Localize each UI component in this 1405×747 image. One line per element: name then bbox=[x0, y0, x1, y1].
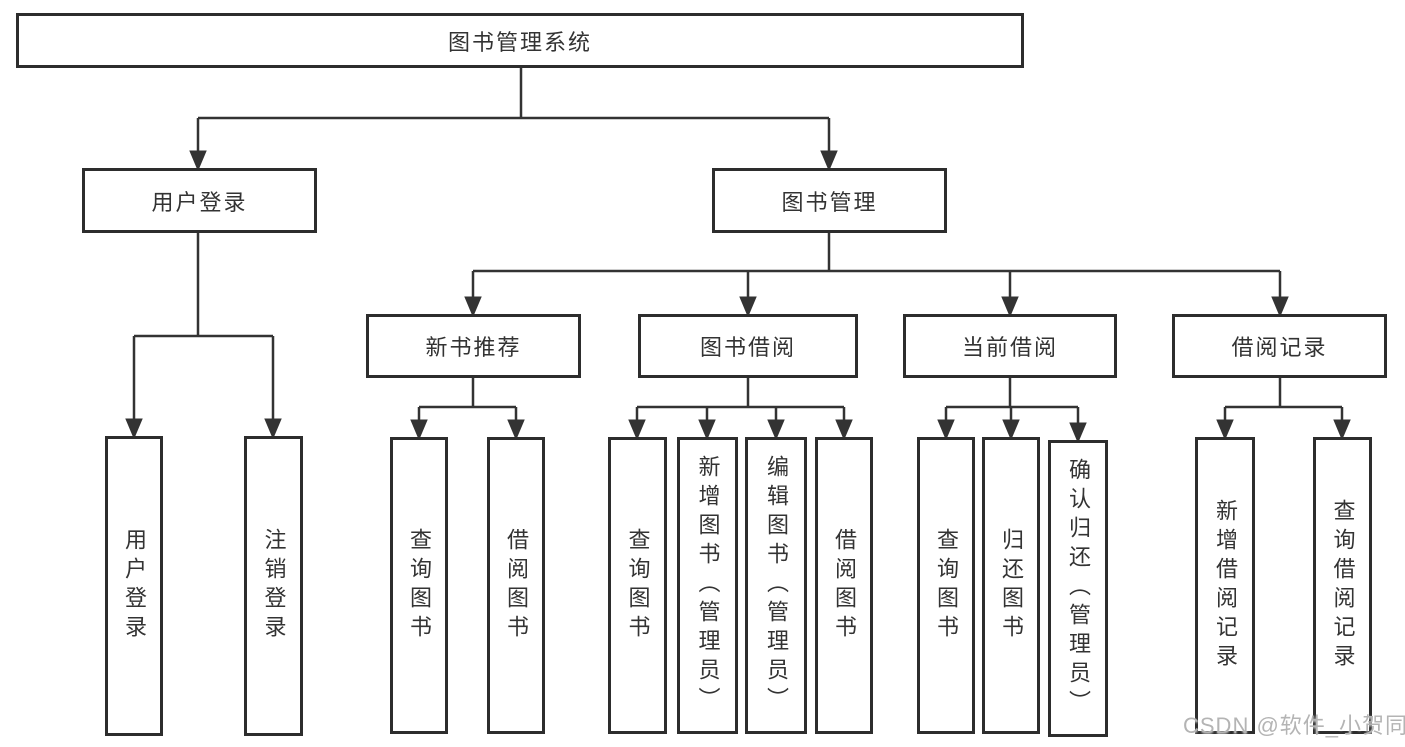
edges-book-management bbox=[464, 233, 1289, 318]
node-book-borrow: 图书借阅 bbox=[638, 314, 858, 378]
leaf-label: 新增图书（管理员） bbox=[695, 455, 721, 716]
leaf-label: 查询图书 bbox=[934, 527, 959, 644]
node-current-borrow: 当前借阅 bbox=[903, 314, 1117, 378]
leaf-borrow-books: 借阅图书 bbox=[815, 437, 873, 734]
node-label: 图书管理系统 bbox=[447, 29, 592, 55]
edges-book-borrow bbox=[628, 378, 853, 441]
node-book-management: 图书管理 bbox=[712, 168, 947, 233]
leaf-label: 归还图书 bbox=[999, 527, 1024, 644]
edges-new-book-recommend bbox=[410, 378, 525, 441]
leaf-user-login: 用户登录 bbox=[105, 436, 163, 736]
leaf-label: 借阅图书 bbox=[504, 527, 529, 644]
edges-borrow-records bbox=[1216, 378, 1351, 441]
leaf-borrow-books-recommend: 借阅图书 bbox=[487, 437, 545, 734]
watermark: CSDN @软件_小贺同学 bbox=[1183, 713, 1405, 738]
leaf-label: 编辑图书（管理员） bbox=[764, 455, 789, 716]
node-label: 当前借阅 bbox=[961, 335, 1058, 360]
leaf-label: 用户登录 bbox=[122, 528, 147, 644]
leaf-label: 查询图书 bbox=[407, 527, 432, 644]
leaf-edit-book-admin: 编辑图书（管理员） bbox=[745, 437, 807, 734]
leaf-return-book: 归还图书 bbox=[982, 437, 1040, 734]
node-label: 图书借阅 bbox=[699, 335, 796, 360]
node-new-book-recommend: 新书推荐 bbox=[366, 314, 581, 378]
leaf-label: 查询图书 bbox=[625, 527, 651, 644]
node-label: 借阅记录 bbox=[1231, 335, 1328, 360]
leaf-query-books-recommend: 查询图书 bbox=[390, 437, 448, 734]
leaf-label: 借阅图书 bbox=[832, 527, 857, 644]
leaf-add-book-admin: 新增图书（管理员） bbox=[677, 437, 738, 734]
edges-user-login bbox=[125, 233, 282, 440]
node-library-management-system: 图书管理系统 bbox=[16, 13, 1024, 68]
edges-current-borrow bbox=[937, 378, 1087, 444]
leaf-label: 确认归还（管理员） bbox=[1066, 458, 1091, 719]
node-label: 图书管理 bbox=[781, 189, 878, 215]
node-label: 新书推荐 bbox=[425, 335, 522, 360]
node-label: 用户登录 bbox=[151, 189, 248, 215]
edges-root bbox=[189, 68, 838, 172]
leaf-add-borrow-record: 新增借阅记录 bbox=[1195, 437, 1255, 734]
leaf-label: 注销登录 bbox=[261, 528, 287, 644]
leaf-query-books-current: 查询图书 bbox=[917, 437, 975, 734]
node-borrow-records: 借阅记录 bbox=[1172, 314, 1387, 378]
leaf-confirm-return-admin: 确认归还（管理员） bbox=[1048, 440, 1108, 737]
leaf-label: 新增借阅记录 bbox=[1213, 498, 1238, 673]
leaf-query-borrow-record: 查询借阅记录 bbox=[1313, 437, 1372, 734]
leaf-label: 查询借阅记录 bbox=[1330, 498, 1356, 673]
leaf-logout: 注销登录 bbox=[244, 436, 303, 736]
node-user-login: 用户登录 bbox=[82, 168, 317, 233]
leaf-query-books-borrow: 查询图书 bbox=[608, 437, 667, 734]
